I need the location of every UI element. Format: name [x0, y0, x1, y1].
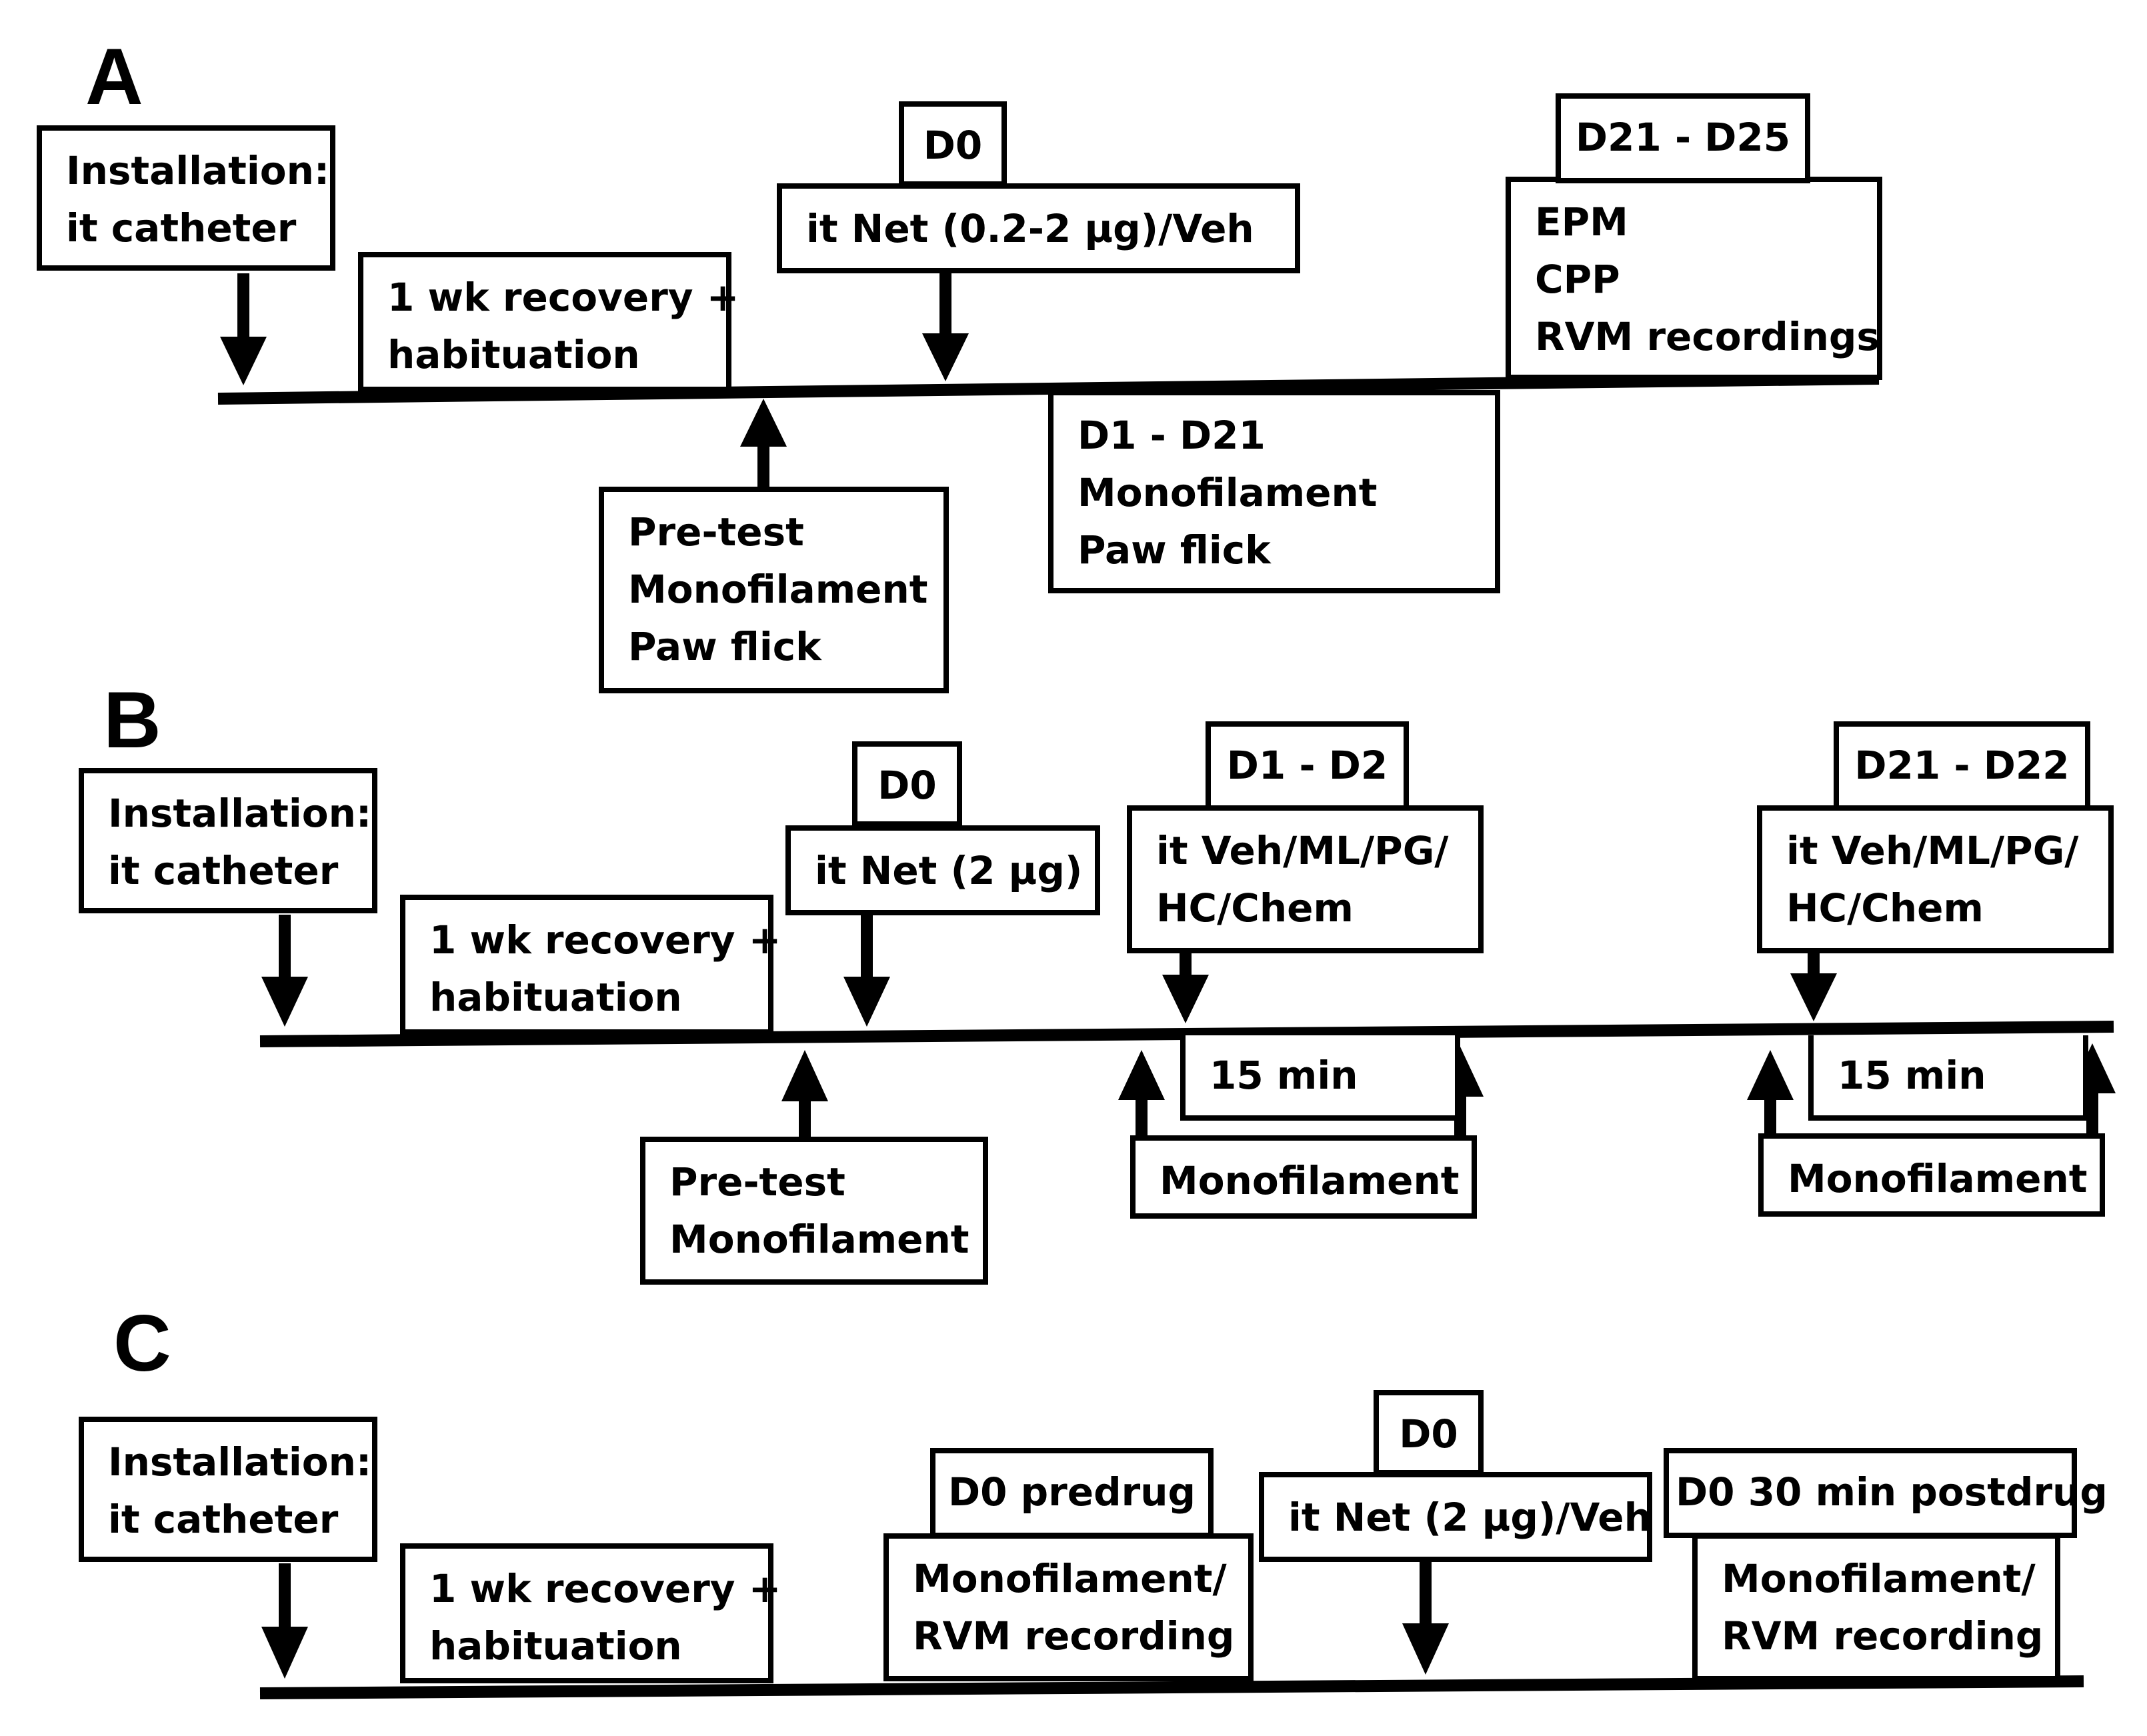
- c-predrug-tests-box: Monofilament/ RVM recording: [883, 1533, 1254, 1681]
- arrow-a-pretest: [740, 399, 787, 487]
- b-days-1-2-interval-box: 15 min: [1180, 1035, 1460, 1121]
- a-days-21-25-tests-box: EPM CPP RVM recordings: [1506, 177, 1882, 380]
- arrow-c-installation: [261, 1563, 308, 1679]
- b-recovery-box: 1 wk recovery + habituation: [400, 895, 781, 1035]
- c-day0-label: D0: [1374, 1390, 1484, 1475]
- c-postdrug-tests-box: Monofilament/ RVM recording: [1692, 1533, 2060, 1681]
- c-predrug-label: D0 predrug: [930, 1448, 1214, 1538]
- b-day0-label: D0: [852, 741, 962, 827]
- arrow-b-d21-test-before: [1747, 1050, 1794, 1137]
- a-day0-label: D0: [899, 101, 1007, 187]
- panel-label-a: A: [85, 32, 143, 121]
- a-pretest-box: Pre-test Monofilament Paw flick: [599, 487, 949, 693]
- arrow-b-pretest: [781, 1050, 828, 1139]
- a-recovery-box: 1 wk recovery + habituation: [358, 252, 739, 392]
- arrow-b-installation: [261, 915, 308, 1027]
- b-pretest-box: Pre-test Monofilament: [640, 1137, 988, 1285]
- arrow-a-day0: [922, 270, 969, 381]
- timeline-a: [217, 373, 1880, 405]
- b-days-1-2-label: D1 - D2: [1206, 721, 1409, 811]
- panel-label-c: C: [113, 1299, 171, 1388]
- c-installation-box: Installation: it catheter: [79, 1417, 377, 1562]
- b-days-21-22-test-box: Monofilament: [1758, 1133, 2105, 1217]
- panel-label-b: B: [103, 675, 161, 765]
- arrow-b-d21-treatment: [1790, 945, 1837, 1021]
- arrow-a-installation: [220, 273, 267, 385]
- b-days-21-22-treatment-box: it Veh/ML/PG/ HC/Chem: [1757, 805, 2114, 953]
- arrow-c-day0: [1402, 1560, 1449, 1675]
- b-days-21-22-interval-box: 15 min: [1808, 1035, 2088, 1121]
- c-recovery-box: 1 wk recovery + habituation: [400, 1543, 781, 1683]
- timeline-b: [259, 1021, 2114, 1047]
- c-postdrug-label: D0 30 min postdrug: [1664, 1448, 2108, 1538]
- arrow-b-day0: [843, 913, 890, 1027]
- a-day0-treatment-box: it Net (0.2-2 µg)/Veh: [777, 183, 1300, 273]
- a-days-21-25-label: D21 - D25: [1556, 93, 1810, 183]
- a-days-1-21-box: D1 - D21 Monofilament Paw flick: [1048, 390, 1500, 593]
- b-days-1-2-treatment-box: it Veh/ML/PG/ HC/Chem: [1127, 805, 1484, 953]
- b-days-1-2-test-box: Monofilament: [1130, 1135, 1477, 1219]
- arrow-b-d1-treatment: [1162, 947, 1209, 1023]
- c-day0-treatment-box: it Net (2 µg)/Veh: [1259, 1472, 1652, 1562]
- a-installation-box: Installation: it catheter: [37, 125, 335, 271]
- arrow-b-d1-test-before: [1118, 1050, 1165, 1137]
- b-days-21-22-label: D21 - D22: [1834, 721, 2090, 811]
- b-installation-box: Installation: it catheter: [79, 768, 377, 913]
- timeline-c: [259, 1675, 2084, 1699]
- b-day0-treatment-box: it Net (2 µg): [785, 825, 1100, 915]
